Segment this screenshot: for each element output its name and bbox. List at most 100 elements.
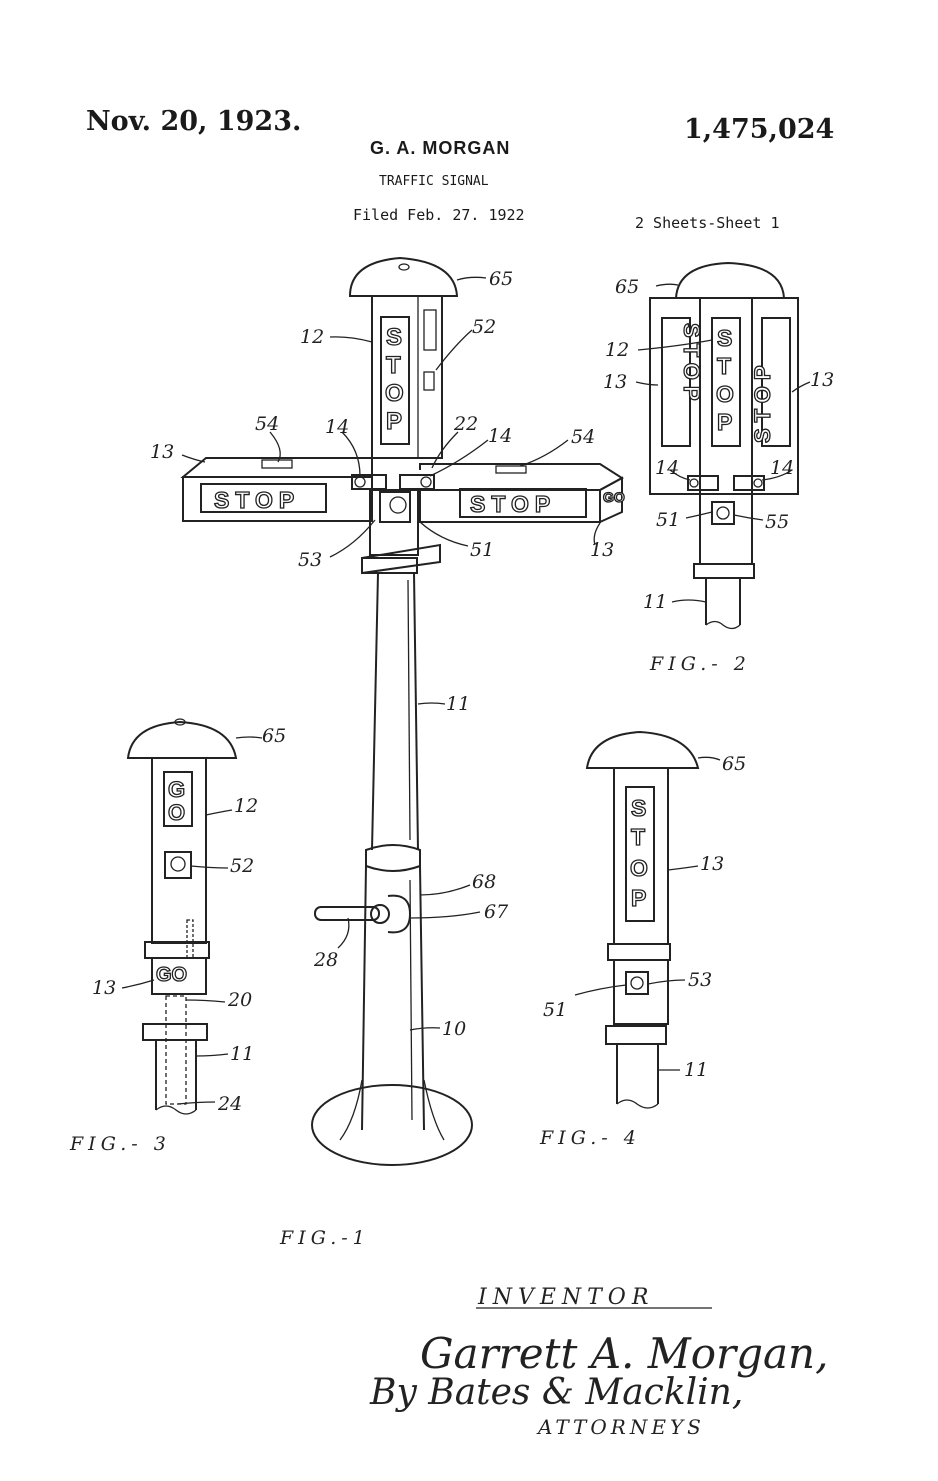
fig1-leader-28 <box>337 917 350 949</box>
fig2-post-break <box>705 620 741 630</box>
fig1-leader-13r <box>593 522 601 546</box>
fig4-leader-65 <box>697 756 721 761</box>
fig2-ref-13-right: 13 <box>810 369 834 391</box>
fig2-ref-11: 11 <box>643 591 667 613</box>
fig3-post-break <box>155 1105 197 1115</box>
fig1-left-stop-panel <box>200 483 327 513</box>
fig3-leader-13 <box>121 979 155 989</box>
fig2-ref-55: 55 <box>765 511 789 533</box>
fig1-lower-housing <box>369 489 419 556</box>
fig4-cap <box>585 730 700 769</box>
fig1-leader-53 <box>329 519 376 558</box>
inventor-signature: Garrett A. Morgan, <box>420 1329 828 1378</box>
fig4-leader-13 <box>667 865 699 871</box>
fig2-pivot-left <box>687 475 719 491</box>
fig2-ref-14-left: 14 <box>655 457 679 479</box>
fig3-caption: FIG.- 3 <box>69 1133 171 1155</box>
fig3-leader-12 <box>205 809 233 816</box>
fig4-leader-53 <box>647 979 686 985</box>
fig2-lamp-window <box>711 501 735 525</box>
fig1-ref-54-right: 54 <box>571 426 595 448</box>
fig4-lower-housing <box>613 959 669 1025</box>
fig1-right-stop-panel <box>459 488 587 518</box>
fig3-leader-24 <box>177 1101 216 1105</box>
fig1-ref-52: 52 <box>472 316 496 338</box>
fig2-leader-13l <box>635 381 659 386</box>
fig1-leader-14l <box>341 431 361 477</box>
fig1-cap <box>348 256 459 297</box>
figure-2: STOP S T O P STOP 65 <box>603 261 834 675</box>
fig2-leader-51 <box>685 511 713 519</box>
fig1-left-stop-text: STOP <box>214 487 300 513</box>
fig2-right-stop-panel <box>761 317 791 447</box>
fig3-go-panel <box>163 771 193 827</box>
fig1-caption: FIG.-1 <box>279 1227 370 1249</box>
fig1-leader-14r <box>429 439 489 477</box>
fig1-base-flare <box>339 1079 445 1141</box>
fig1-ref-22: 22 <box>453 413 478 435</box>
fig1-ref-10: 10 <box>442 1018 466 1040</box>
fig2-ref-14-right: 14 <box>770 457 794 479</box>
fig1-vertical-stop-s: S <box>386 324 402 351</box>
fig2-leader-11 <box>671 599 707 603</box>
fig3-ref-52: 52 <box>230 855 254 877</box>
fig3-leader-52 <box>190 865 229 869</box>
fig1-leader-67 <box>409 911 481 919</box>
fig3-cap <box>126 720 238 759</box>
filing-date: Filed Feb. 27. 1922 <box>353 206 525 224</box>
fig1-vertical-stop-panel <box>380 316 410 445</box>
fig2-center-stop-panel <box>711 317 741 447</box>
fig1-vertical-stop-p: P <box>386 408 402 435</box>
fig2-band <box>693 563 755 579</box>
inventor-label: INVENTOR <box>477 1285 654 1310</box>
fig4-ref-51: 51 <box>543 999 567 1021</box>
sheet-count: 2 Sheets-Sheet 1 <box>635 214 780 232</box>
fig2-pivot-right <box>733 475 765 491</box>
fig1-ref-14-right: 14 <box>488 425 512 447</box>
fig1-leader-11 <box>417 702 446 705</box>
inventor-heading: G. A. MORGAN <box>370 138 511 158</box>
fig2-leader-14r <box>761 469 793 481</box>
fig4-ref-13: 13 <box>700 853 724 875</box>
fig4-ref-65: 65 <box>722 753 746 775</box>
fig3-ref-65: 65 <box>262 725 286 747</box>
signature-block: INVENTOR Garrett A. Morgan, By Bates & M… <box>369 1285 828 1439</box>
fig1-left-arm <box>182 476 373 522</box>
fig4-band-lower <box>605 1025 667 1045</box>
fig1-leader-12 <box>329 336 373 343</box>
fig1-crank-hub <box>370 904 390 924</box>
fig1-side-go-panel <box>423 309 437 351</box>
fig3-band <box>144 941 210 959</box>
invention-title: TRAFFIC SIGNAL <box>379 174 489 189</box>
fig1-leader-22 <box>431 431 459 469</box>
fig1-ref-68: 68 <box>472 871 496 893</box>
fig1-side-window <box>423 371 435 391</box>
fig1-right-stop-text: STOP <box>470 491 556 517</box>
fig1-lower-column <box>361 865 425 1131</box>
fig2-ref-65: 65 <box>615 276 639 298</box>
fig2-leader-65 <box>655 283 679 287</box>
fig3-leader-20 <box>185 999 226 1003</box>
fig4-stop-t: T <box>631 824 645 850</box>
fig1-ref-14-left: 14 <box>325 416 349 438</box>
fig2-left-stop-panel <box>661 317 691 447</box>
fig2-leader-14l <box>669 469 691 481</box>
fig1-pivot-right <box>420 476 432 488</box>
fig1-ref-53: 53 <box>298 549 322 571</box>
fig1-right-arm-top <box>419 463 624 491</box>
fig3-go-text: GO <box>156 964 187 986</box>
fig3-leader-65 <box>235 736 263 739</box>
fig1-right-go-text: GO <box>603 489 625 505</box>
fig1-ref-67: 67 <box>484 901 509 923</box>
fig1-right-arm-end <box>599 476 623 523</box>
fig4-stop-s: S <box>631 795 646 821</box>
fig1-ref-11: 11 <box>446 693 470 715</box>
fig4-lamp-window <box>625 971 649 995</box>
fig1-post-highlight <box>407 579 411 841</box>
figure-1: S T O P STOP STOP GO <box>150 256 626 1249</box>
fig3-lower-housing <box>151 957 207 995</box>
fig4-stop-o: O <box>630 855 648 881</box>
patent-number: 1,475,024 <box>684 114 835 145</box>
